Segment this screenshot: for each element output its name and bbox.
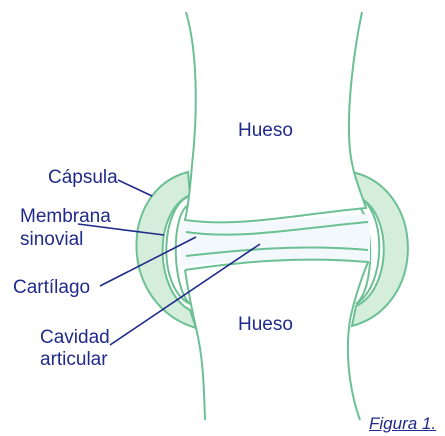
label-cavidad-line2: articular	[40, 348, 108, 371]
figure-caption: Figura 1.	[369, 414, 436, 434]
bone-lower	[185, 260, 368, 420]
pointer-capsula	[118, 180, 152, 196]
label-cartilago: Cartílago	[13, 276, 90, 299]
bone-lower-label: Hueso	[238, 314, 293, 336]
label-membrana-line1: Membrana	[20, 205, 111, 228]
label-capsula: Cápsula	[48, 166, 118, 189]
bone-upper-label: Hueso	[238, 120, 293, 142]
label-membrana-line2: sinovial	[20, 228, 83, 251]
bone-upper	[185, 12, 366, 222]
label-cavidad-line1: Cavidad	[40, 326, 110, 349]
